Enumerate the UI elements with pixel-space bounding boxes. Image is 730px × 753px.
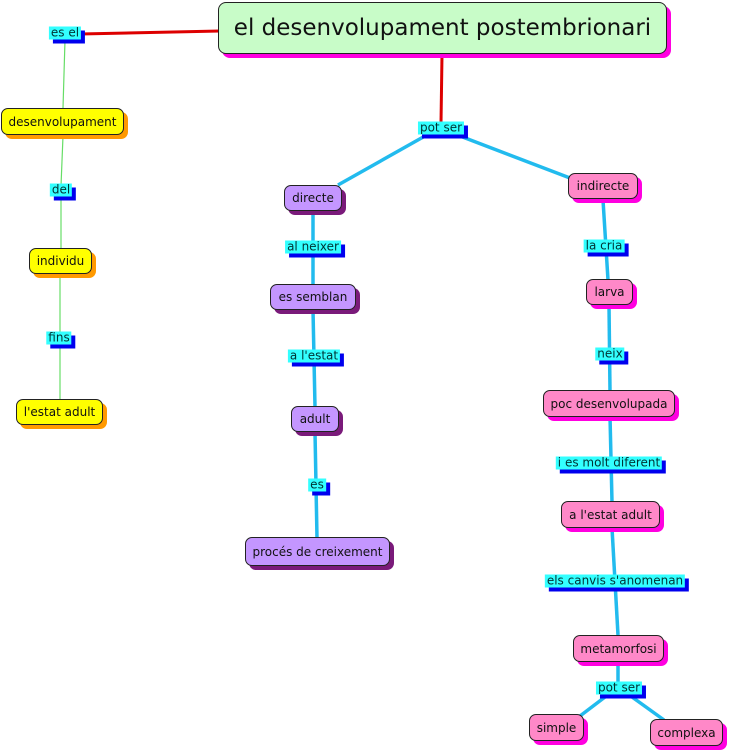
- concept-lestat-adult[interactable]: l'estat adult: [16, 399, 103, 425]
- link-label-es-el: es el: [48, 25, 82, 40]
- concept-desenvolupament[interactable]: desenvolupament: [1, 108, 124, 135]
- concept-individu[interactable]: individu: [29, 248, 92, 274]
- concept-es-semblan[interactable]: es semblan: [270, 284, 356, 310]
- concept-a-lestat-adult[interactable]: a l'estat adult: [561, 501, 660, 528]
- root-concept[interactable]: el desenvolupament postembrionari: [218, 2, 667, 54]
- line-pot-ser-complexa: [630, 695, 666, 722]
- concept-complexa[interactable]: complexa: [650, 719, 723, 746]
- link-label-del: del: [49, 182, 73, 197]
- concept-proces-de-creixement[interactable]: procés de creixement: [245, 537, 390, 566]
- line-pot-ser-directe: [337, 134, 426, 187]
- line-desenv-del: [60, 135, 64, 187]
- concept-indirecte[interactable]: indirecte: [568, 173, 638, 199]
- line-root-pot-ser: [439, 54, 444, 124]
- concept-simple[interactable]: simple: [529, 714, 584, 741]
- link-label-els-canvis: els canvis s'anomenan: [544, 573, 686, 588]
- concept-directe[interactable]: directe: [284, 185, 342, 211]
- link-label-es: es: [308, 477, 326, 492]
- link-label-neix: neix: [595, 346, 625, 361]
- link-label-pot-ser-2: pot ser: [595, 680, 643, 695]
- line-pot-ser-indirecte: [459, 134, 571, 180]
- link-label-fins: fins: [46, 330, 72, 345]
- concept-poc-desenvolupada[interactable]: poc desenvolupada: [543, 390, 675, 417]
- link-label-pot-ser: pot ser: [417, 120, 465, 135]
- link-label-i-es-molt-diferent: i es molt diferent: [555, 455, 663, 470]
- line-es-el-desenv: [62, 39, 66, 109]
- link-label-al-neixer: al neixer: [285, 239, 341, 254]
- line-root-es-el: [79, 29, 221, 36]
- line-pot-ser-simple: [578, 695, 607, 718]
- concept-metamorfosi[interactable]: metamorfosi: [573, 635, 664, 662]
- link-label-la-cria: la cria: [583, 238, 625, 253]
- link-label-a-lestat: a l'estat: [287, 348, 341, 363]
- concept-adult[interactable]: adult: [291, 406, 339, 432]
- concept-larva[interactable]: larva: [586, 279, 633, 305]
